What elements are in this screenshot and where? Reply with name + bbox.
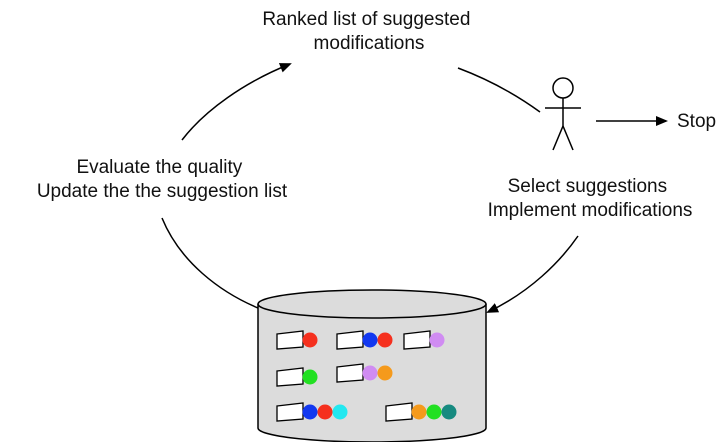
green-dot [302, 369, 318, 385]
orange-dot [377, 365, 393, 381]
red-dot [317, 404, 333, 420]
red-dot [377, 332, 393, 348]
arrow-db-left [161, 217, 259, 309]
lilac-dot [429, 332, 445, 348]
green-dot [426, 404, 442, 420]
database-items [276, 330, 457, 422]
left-label: Evaluate the quality Update the the sugg… [37, 157, 288, 202]
right-label: Select suggestions Implement modificatio… [488, 176, 693, 221]
lilac-dot [362, 365, 378, 381]
database-item [403, 330, 445, 350]
blue-dot [362, 332, 378, 348]
stop-label: Stop [677, 111, 716, 132]
database-item [276, 330, 318, 350]
document-icon [385, 402, 413, 422]
arrow-right-db [486, 235, 579, 313]
database-item [276, 367, 318, 387]
arrow-top-right [457, 67, 541, 113]
arrow-left-top [181, 63, 292, 141]
document-icon [336, 363, 364, 383]
red-dot [302, 332, 318, 348]
document-icon [403, 330, 431, 350]
database-item [336, 330, 393, 350]
teal-dot [441, 404, 457, 420]
cyan-dot [332, 404, 348, 420]
top-label: Ranked list of suggested modifications [262, 9, 475, 54]
blue-dot [302, 404, 318, 420]
database-item [336, 363, 393, 383]
document-icon [276, 367, 304, 387]
document-icon [276, 402, 304, 422]
orange-dot [411, 404, 427, 420]
database-item [385, 402, 457, 422]
document-icon [276, 330, 304, 350]
database-item [276, 402, 348, 422]
document-icon [336, 330, 364, 350]
stick-figure-icon [545, 77, 581, 151]
